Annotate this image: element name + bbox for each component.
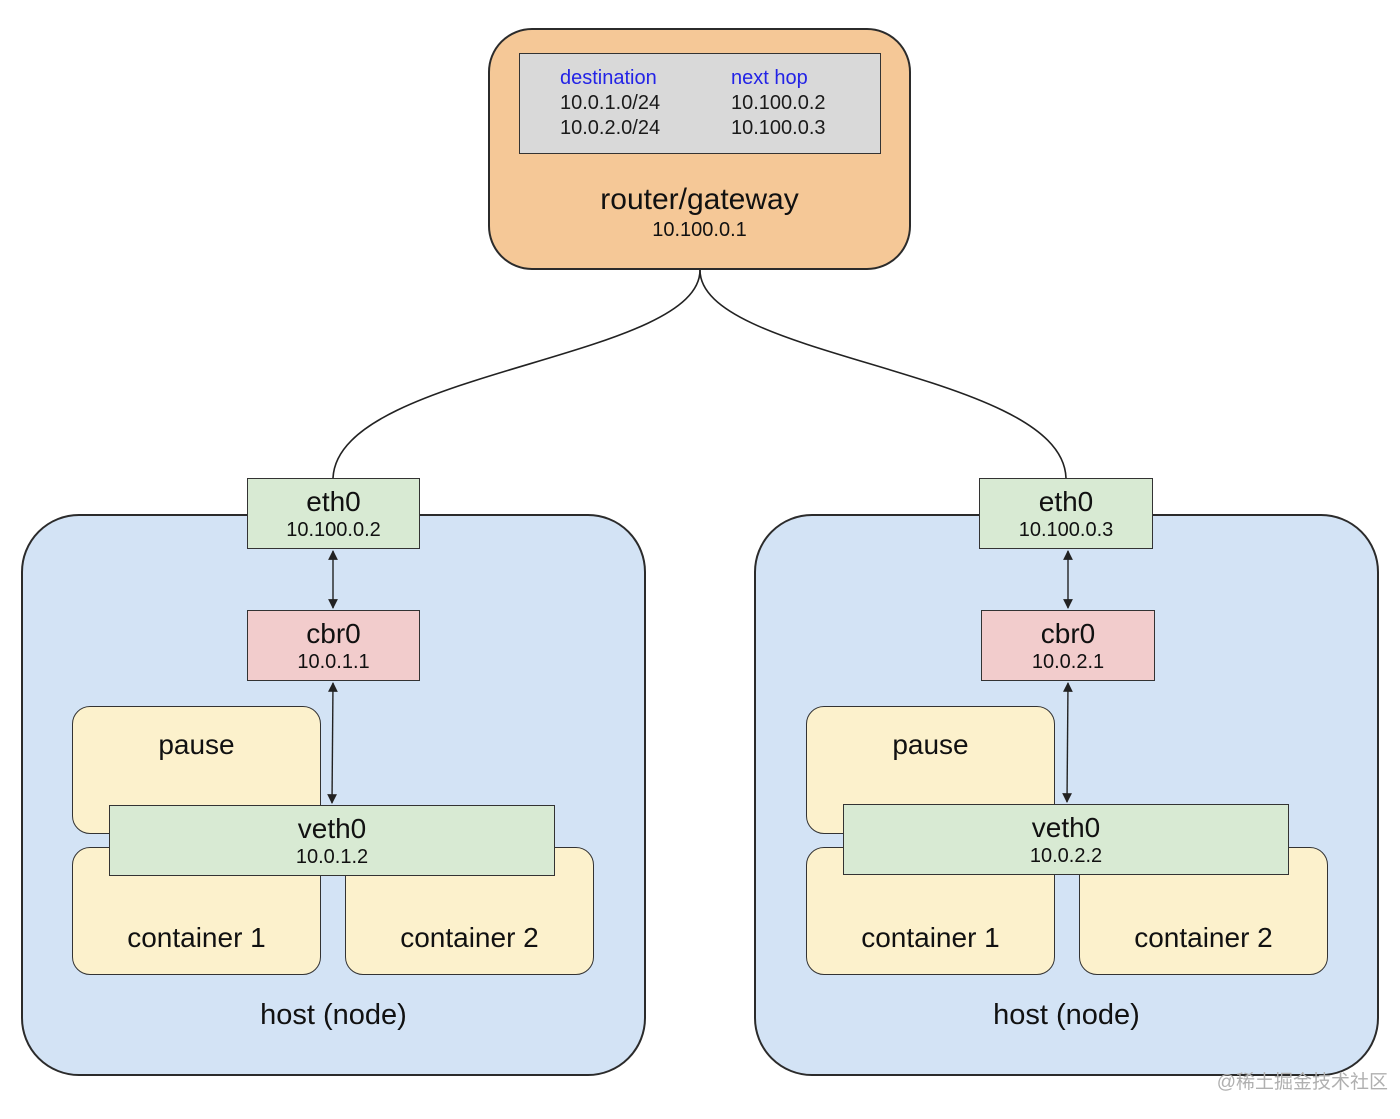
route-table-header-destination: destination — [560, 67, 657, 89]
host-label: host (node) — [993, 999, 1140, 1031]
route-table: destination 10.0.1.0/24 10.0.2.0/24 next… — [519, 53, 881, 154]
veth0-host-1: veth0 10.0.1.2 — [109, 805, 555, 876]
router-ip: 10.100.0.1 — [652, 219, 747, 241]
veth-name: veth0 — [1031, 811, 1101, 843]
veth-ip: 10.0.1.2 — [295, 845, 369, 868]
cbr-name: cbr0 — [1040, 617, 1096, 649]
veth-ip: 10.0.2.2 — [1029, 844, 1103, 867]
container-label: container 2 — [400, 922, 539, 953]
eth0-host-1: eth0 10.100.0.2 — [247, 478, 420, 549]
eth-name: eth0 — [1038, 485, 1094, 517]
cbr0-host-1: cbr0 10.0.1.1 — [247, 610, 420, 681]
router-title: router/gateway — [600, 183, 799, 216]
route-table-cell: 10.100.0.3 — [731, 117, 826, 139]
container-label: container 1 — [861, 922, 1000, 953]
arrow-cbr0-veth0-host-2 — [1062, 682, 1073, 803]
container-label: container 2 — [1134, 922, 1273, 953]
cbr-name: cbr0 — [306, 617, 361, 649]
link-router-to-host-2 — [699, 269, 1067, 479]
link-router-to-host-1 — [332, 269, 701, 479]
eth0-host-2: eth0 10.100.0.3 — [979, 478, 1153, 549]
pause-label: pause — [158, 729, 235, 760]
route-table-cell: 10.0.1.0/24 — [560, 92, 661, 114]
pause-label: pause — [892, 729, 969, 760]
eth-ip: 10.100.0.3 — [1018, 518, 1114, 541]
veth0-host-2: veth0 10.0.2.2 — [843, 804, 1289, 875]
arrow-cbr0-veth0-host-1 — [327, 682, 338, 804]
route-table-cell: 10.100.0.2 — [731, 92, 826, 114]
cbr0-host-2: cbr0 10.0.2.1 — [981, 610, 1155, 681]
watermark: @稀土掘金技术社区 — [1216, 1072, 1388, 1093]
route-table-cell: 10.0.2.0/24 — [560, 117, 661, 139]
eth-ip: 10.100.0.2 — [286, 518, 381, 541]
route-table-next-hop-column: next hop 10.100.0.2 10.100.0.3 — [731, 66, 826, 141]
cbr-ip: 10.0.2.1 — [1031, 650, 1105, 673]
host-label: host (node) — [260, 999, 407, 1031]
route-table-destination-column: destination 10.0.1.0/24 10.0.2.0/24 — [560, 66, 660, 141]
container-label: container 1 — [127, 922, 266, 953]
route-table-header-next-hop: next hop — [731, 67, 808, 89]
eth-name: eth0 — [306, 485, 361, 517]
veth-name: veth0 — [297, 812, 367, 844]
cbr-ip: 10.0.1.1 — [297, 650, 370, 673]
